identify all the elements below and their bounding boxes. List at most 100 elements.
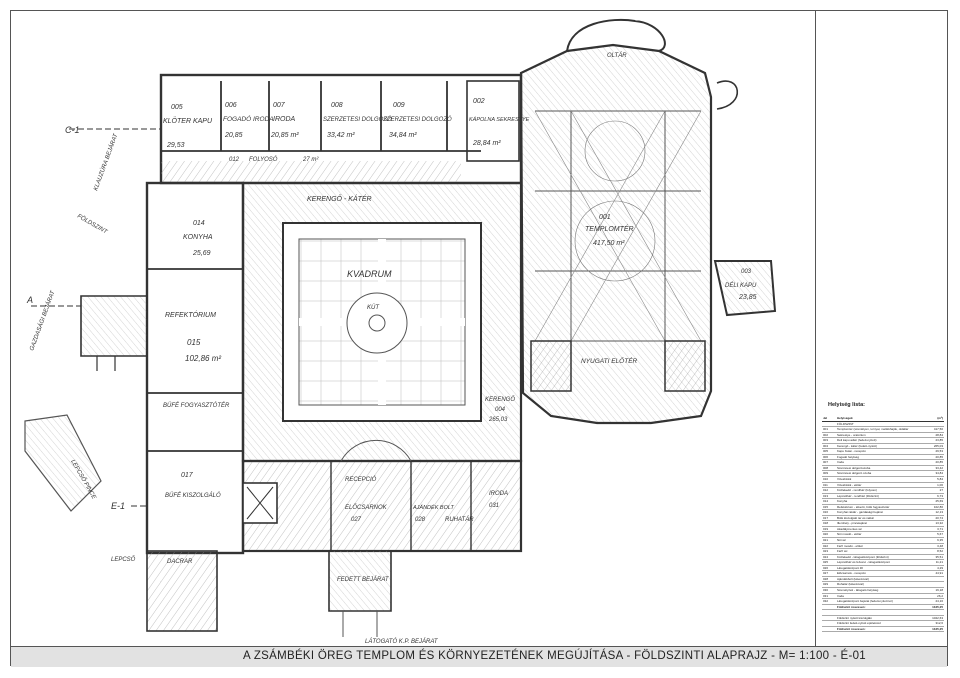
drawing-title: A ZSÁMBÉKI ÖREG TEMPLOM ÉS KÖRNYEZETÉNEK… <box>243 650 866 662</box>
room-id-cell: 014 <box>822 498 836 505</box>
room-list-spacer <box>822 609 944 616</box>
room-name-cell: Lépcsőház - rendház (földszint) <box>836 493 924 500</box>
north-wing <box>159 73 523 185</box>
room-area-cell: 23,85 <box>924 437 944 444</box>
room-area-001: 417,50 m² <box>593 240 625 247</box>
room-name-031: IRODA <box>489 491 508 497</box>
floor-plan-drawing: C-1 A E-1 005 KLÖTER KAPU 29,53 006 FOGA… <box>24 18 777 645</box>
room-name-007: IRODA <box>273 116 296 123</box>
room-label-028: 028 <box>415 517 426 523</box>
room-area-006: 20,85 <box>224 132 243 139</box>
room-name-018: DACRAR <box>167 559 193 565</box>
room-label-002: 002 <box>473 98 485 105</box>
room-label-017: 017 <box>181 472 194 479</box>
room-id-cell: 001 <box>822 426 836 433</box>
room-name-cell: Illemhely - pincelejárat <box>836 520 924 527</box>
room-area-cell: 34,84 <box>924 470 944 477</box>
room-id-cell: 020 <box>822 531 836 538</box>
section-mark-a: A <box>26 295 33 305</box>
room-area-cell: 5,84 <box>924 476 944 483</box>
room-label-001: 001 <box>599 214 611 221</box>
room-name-017: BÜFÉ KISZOLGÁLÓ <box>165 492 221 499</box>
room-id-cell: 003 <box>822 437 836 444</box>
room-name-008: SZERZETESI DOLGOZÓ <box>323 116 392 123</box>
room-name-cell: Földszint nyitott kiszolgáló <box>836 615 924 622</box>
room-name-cell: Földszint összesen: <box>836 625 924 633</box>
room-name-cell: Déli kapu adtér (fedett-nyitott) <box>836 437 924 444</box>
room-label-003: 003 <box>741 269 752 275</box>
room-name-cell: Sekrestye - oratórium <box>836 432 924 439</box>
room-name-cell: Kapu bvási - recepció <box>836 448 924 455</box>
col-header-id: Jel <box>822 416 836 422</box>
room-area-012: 27 m² <box>302 157 319 163</box>
room-id-cell: 017 <box>822 515 836 522</box>
room-area-cell: 20,85 <box>924 454 944 461</box>
room-id-cell: 011 <box>822 482 836 489</box>
room-name-cell: Ruhatár (kávézóval) <box>836 581 924 588</box>
room-area-cell: 11,21 <box>924 559 944 566</box>
room-area-009: 34,84 m² <box>389 132 417 139</box>
room-list-header-row: Jel Helyiségek (m²) <box>822 416 944 422</box>
room-id-cell: 015 <box>822 504 836 511</box>
room-id-cell: 010 <box>822 476 836 483</box>
room-id-cell: 016 <box>822 509 836 516</box>
room-area-003: 23,85 <box>738 294 757 301</box>
room-id-cell: 002 <box>822 432 836 439</box>
west-wing <box>80 181 245 632</box>
room-name-006: FOGADÓ IRODA <box>223 114 274 123</box>
room-area-cell: 20,85 <box>924 459 944 466</box>
church-nave <box>519 18 777 425</box>
room-name-cell: Női wc <box>836 537 924 544</box>
room-name-cell: Fogadó helyiség <box>836 454 924 461</box>
room-list-subtotal-row: Földszint összesen:1345,25 <box>822 603 944 611</box>
room-list-title: Helyiség lista: <box>828 402 865 408</box>
floor-label: FÖLDSZINT <box>836 421 924 428</box>
subtotal-value: 1345,25 <box>924 603 944 611</box>
room-label-015: 015 <box>187 338 201 347</box>
room-id-cell: 024 <box>822 554 836 561</box>
annotation-klauzura: KLAUZÚRA BEJÁRAT <box>92 132 120 192</box>
room-name-002: KÁPOLNA SEKRESTYE <box>469 116 530 123</box>
room-area-cell: 26,2 <box>924 593 944 600</box>
room-name-oltar: OLTÁR <box>607 52 627 59</box>
room-name-cell: Közlekedő - látogatóközpont (földszint) <box>836 554 924 561</box>
room-labels: 005 KLÖTER KAPU 29,53 006 FOGADÓ IRODA 2… <box>111 52 757 583</box>
room-name-cell: Refektórium - étkező, büfé fogyasztótér <box>836 504 924 511</box>
room-area-cell: 25,69 <box>924 498 944 505</box>
room-area-cell: 102,86 <box>924 504 944 511</box>
room-name-024: RECEPCIÓ <box>345 476 377 483</box>
room-name-cell: Férfi mosdó - előtér <box>836 543 924 550</box>
room-name-029: RUHATÁR <box>445 516 474 523</box>
room-id-cell: 012 <box>822 487 836 494</box>
room-name-cell: Iroda <box>836 459 924 466</box>
room-name-003: DÉLI KAPU <box>725 282 757 289</box>
section-mark-c1-top: C-1 <box>65 125 80 135</box>
room-name-005: KLÖTER KAPU <box>163 117 213 125</box>
section-mark-e1: E-1 <box>111 501 125 511</box>
room-label-005: 005 <box>171 104 183 111</box>
room-name-cell: Templomtér (szentélyen, tornyai, mellékh… <box>836 426 924 433</box>
room-area-004: 265,03 <box>488 417 508 423</box>
room-name-cell: Kerengő - kátér (fedett-nyitott) <box>836 443 924 450</box>
room-name-cell: Szerzetesi dolgozó szoba <box>836 470 924 477</box>
room-id-cell: 009 <box>822 470 836 477</box>
room-area-cell: 3,48 <box>924 543 944 550</box>
room-area-cell: 1022,63 <box>924 615 944 622</box>
subtotal-label: Földszint összesen: <box>836 603 924 611</box>
room-id-cell <box>822 625 836 633</box>
room-name-014: KONYHA <box>183 234 213 241</box>
room-list-panel: Helyiség lista: Jel Helyiségek (m²) FÖLD… <box>815 11 949 646</box>
